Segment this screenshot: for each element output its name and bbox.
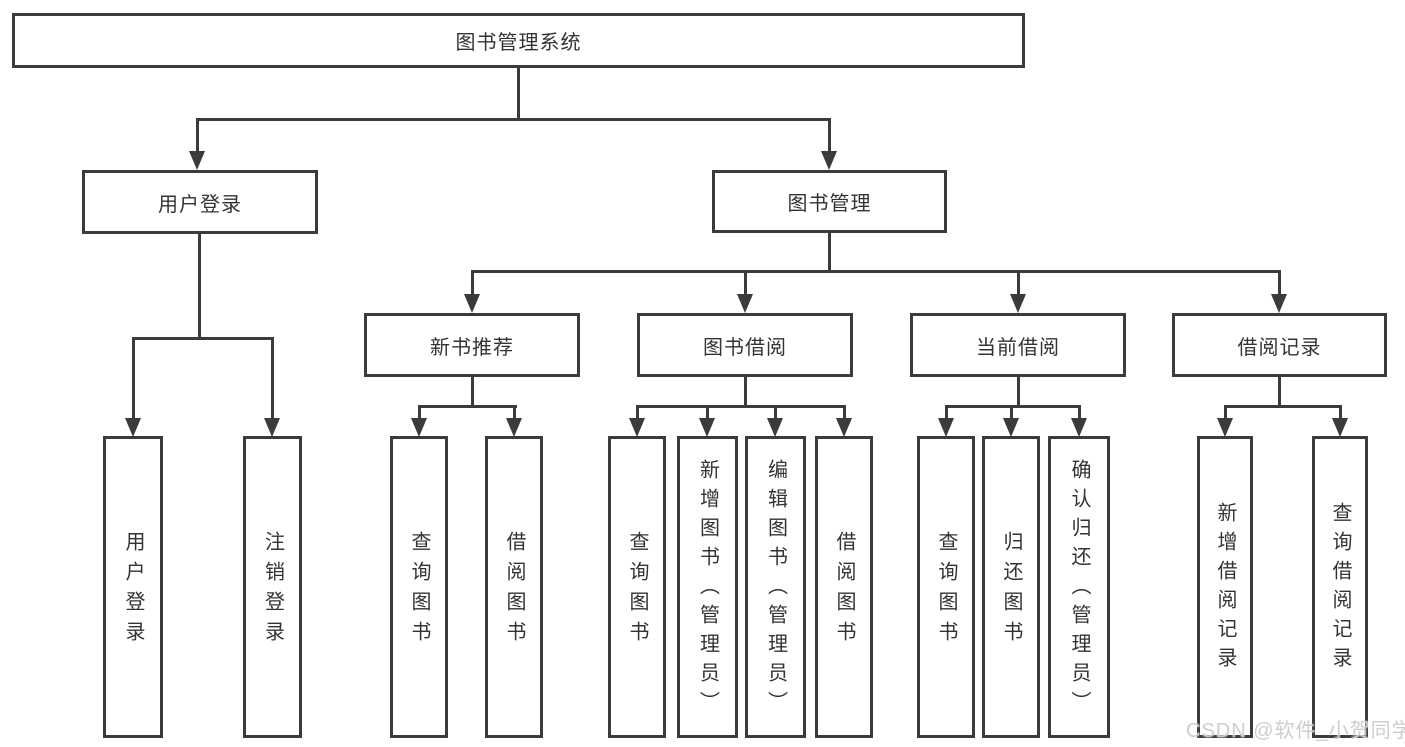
connector-user-login-rail bbox=[132, 337, 274, 340]
arrow-down-icon bbox=[464, 294, 480, 313]
node-user-login: 用户登录 bbox=[82, 170, 318, 234]
connector-leaf-drop bbox=[774, 405, 777, 418]
leaf-user-login: 用户登录 bbox=[103, 436, 163, 738]
arrow-down-icon bbox=[821, 151, 837, 170]
connector-leaf-drop bbox=[843, 405, 846, 418]
connector-leaf-drop bbox=[1010, 405, 1013, 418]
connector-leaf-drop bbox=[1224, 405, 1227, 418]
arrow-down-icon bbox=[1010, 294, 1026, 313]
connector-group-drop bbox=[744, 270, 747, 294]
leaf-recommend-query-book: 查询图书 bbox=[390, 436, 448, 738]
leaf-logout: 注销登录 bbox=[243, 436, 302, 738]
node-current-borrow: 当前借阅 bbox=[910, 313, 1126, 377]
arrow-down-icon bbox=[699, 418, 715, 437]
arrow-down-icon bbox=[125, 418, 141, 437]
arrow-down-icon bbox=[737, 294, 753, 313]
leaf-recommend-borrow-book: 借阅图书 bbox=[485, 436, 543, 738]
connector-root-stem bbox=[517, 68, 520, 118]
connector-leaf-drop bbox=[1339, 405, 1342, 418]
connector-leaf-drop bbox=[945, 405, 948, 418]
connector-book-mgmt-stem bbox=[828, 233, 831, 270]
connector-recommend-rail bbox=[418, 405, 517, 408]
connector-borrow-stem bbox=[744, 377, 747, 405]
node-borrow-records: 借阅记录 bbox=[1172, 313, 1387, 377]
leaf-return-book: 归还图书 bbox=[982, 436, 1040, 738]
leaf-add-book-admin: 新增图书（管理员） bbox=[677, 436, 738, 738]
leaf-current-query-book: 查询图书 bbox=[917, 436, 975, 738]
arrow-down-icon bbox=[767, 418, 783, 437]
connector-records-rail bbox=[1224, 405, 1342, 408]
connector-current-rail bbox=[945, 405, 1081, 408]
connector-leaf-drop bbox=[636, 405, 639, 418]
connector-leaf-drop bbox=[1078, 405, 1081, 418]
csdn-watermark: CSDN @软件_小贺同学 bbox=[1186, 720, 1405, 742]
arrow-down-icon bbox=[1332, 418, 1348, 437]
connector-user-login-stem bbox=[198, 234, 201, 337]
leaf-add-borrow-record: 新增借阅记录 bbox=[1197, 436, 1253, 738]
connector-leaf-drop bbox=[513, 405, 516, 418]
leaf-borrow-query-book: 查询图书 bbox=[608, 436, 666, 738]
leaf-edit-book-admin: 编辑图书（管理员） bbox=[745, 436, 806, 738]
connector-records-stem bbox=[1278, 377, 1281, 405]
connector-recommend-stem bbox=[471, 377, 474, 405]
leaf-query-borrow-record: 查询借阅记录 bbox=[1312, 436, 1368, 738]
node-new-book-recommend: 新书推荐 bbox=[364, 313, 580, 377]
arrow-down-icon bbox=[1217, 418, 1233, 437]
arrow-down-icon bbox=[411, 418, 427, 437]
connector-leaf-drop bbox=[706, 405, 709, 418]
arrow-down-icon bbox=[836, 418, 852, 437]
leaf-confirm-return-admin: 确认归还（管理员） bbox=[1048, 436, 1110, 738]
connector-current-stem bbox=[1017, 377, 1020, 405]
arrow-down-icon bbox=[1071, 418, 1087, 437]
arrow-down-icon bbox=[264, 418, 280, 437]
leaf-borrow-book: 借阅图书 bbox=[815, 436, 873, 738]
node-book-management: 图书管理 bbox=[712, 170, 947, 233]
node-root-library-system: 图书管理系统 bbox=[12, 13, 1025, 68]
connector-user-login-drop bbox=[196, 118, 199, 151]
connector-book-mgmt-drop bbox=[828, 118, 831, 151]
arrow-down-icon bbox=[1271, 294, 1287, 313]
connector-group-drop bbox=[1278, 270, 1281, 294]
arrow-down-icon bbox=[629, 418, 645, 437]
node-book-borrow: 图书借阅 bbox=[637, 313, 853, 377]
connector-borrow-rail bbox=[636, 405, 846, 408]
connector-leaf-drop bbox=[132, 337, 135, 418]
arrow-down-icon bbox=[506, 418, 522, 437]
connector-group-drop bbox=[1017, 270, 1020, 294]
connector-leaf-drop bbox=[418, 405, 421, 418]
connector-leaf-drop bbox=[271, 337, 274, 418]
connector-level2-rail bbox=[197, 118, 831, 121]
arrow-down-icon bbox=[1003, 418, 1019, 437]
connector-level3-rail bbox=[471, 270, 1281, 273]
arrow-down-icon bbox=[938, 418, 954, 437]
arrow-down-icon bbox=[189, 151, 205, 170]
connector-group-drop bbox=[471, 270, 474, 294]
